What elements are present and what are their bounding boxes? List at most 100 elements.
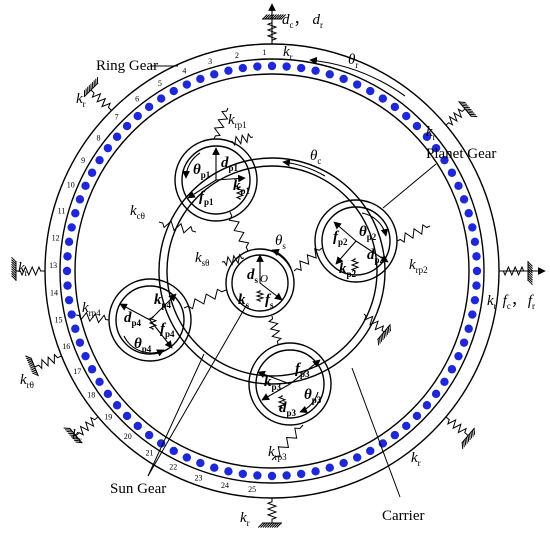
tooth-number: 8 xyxy=(96,133,100,142)
ring-ball xyxy=(95,377,104,387)
springs xyxy=(16,19,528,523)
k-r-label-top-left: kr xyxy=(76,91,86,109)
ring-ball xyxy=(182,80,192,89)
ring-ball xyxy=(63,252,72,261)
spring-sun-p4 xyxy=(183,288,227,310)
theta-p1-label: θp1 xyxy=(193,162,211,180)
ring-ball xyxy=(282,471,291,480)
ring-ball xyxy=(64,295,74,305)
k-r-label-bottom-right: kr xyxy=(411,450,421,468)
tooth-number: 6 xyxy=(135,94,139,103)
ring-ball xyxy=(366,86,375,96)
ring-ball xyxy=(352,453,362,462)
ring-ball xyxy=(431,389,441,399)
arrow-d-p2 xyxy=(355,240,389,263)
ring-ball xyxy=(296,469,306,479)
arrow-k-p4 xyxy=(149,293,177,321)
ring-ball xyxy=(87,365,97,374)
ring-ball xyxy=(64,237,74,247)
ground-carrier xyxy=(377,324,391,346)
ring-ball xyxy=(238,469,248,479)
k-p4-label: kp4 xyxy=(154,292,172,310)
ring-ball xyxy=(422,401,432,410)
ring-ball xyxy=(224,467,233,476)
top-outputs-label: dc，dr xyxy=(282,12,323,30)
k-rp1-label: krp1 xyxy=(228,112,247,130)
ring-ball xyxy=(122,121,132,131)
ring-ball xyxy=(238,63,248,73)
component-labels: Ring Gear Planet Gear Sun Gear Carrier xyxy=(96,58,496,524)
k-r-label-top: kr xyxy=(283,44,293,62)
ring-ball xyxy=(62,266,72,276)
tooth-number: 20 xyxy=(124,432,132,441)
arrow-theta-p4 xyxy=(123,335,165,357)
spring-sun-p1 xyxy=(228,211,250,252)
ring-ball xyxy=(378,94,388,103)
ground-supports xyxy=(11,14,533,528)
k-r-label-bottom-left: kr xyxy=(72,427,82,445)
ring-ball xyxy=(71,324,80,333)
carrier-leader xyxy=(351,367,401,498)
arrow-theta-p2 xyxy=(361,212,389,237)
d-p2-label: dp2 xyxy=(367,247,385,265)
ring-ball xyxy=(75,195,85,204)
ring-ball xyxy=(468,310,477,319)
spring-k-s xyxy=(255,290,265,302)
ring-ball xyxy=(71,209,80,218)
theta-s-arrow xyxy=(271,248,292,269)
tooth-number: 14 xyxy=(50,288,58,297)
ring-ball xyxy=(267,61,277,71)
f-p3-label: fp3 xyxy=(295,361,310,379)
ring-ball xyxy=(390,430,400,440)
f-s-label: fs xyxy=(265,292,274,310)
carrier-ring xyxy=(158,157,386,385)
k-rp4-label: krp4 xyxy=(82,300,101,318)
ring-ball xyxy=(454,181,463,191)
ring-ball xyxy=(311,66,320,75)
spring-k-r-bottom xyxy=(266,498,278,523)
tooth-number: 2 xyxy=(235,51,239,60)
ring-ball xyxy=(412,121,422,131)
ring-ball xyxy=(296,63,306,73)
planet-1-labels: θp1 dp1 kp1 fp1 xyxy=(193,155,251,207)
spring-k-rp2 xyxy=(396,223,431,244)
k-s-label: ks xyxy=(238,292,250,310)
planet-gear-1 xyxy=(174,138,258,222)
ring-ball xyxy=(459,195,469,204)
o-label: O xyxy=(260,273,268,285)
k-rp2-label: krp2 xyxy=(409,257,428,275)
tooth-number: 13 xyxy=(49,261,57,270)
theta-r-label: θr xyxy=(348,52,358,70)
spring-k-p2 xyxy=(350,258,360,272)
ring-ball xyxy=(470,295,480,305)
planet-3-labels: fp3 kp3 θp3 dp3 xyxy=(264,361,322,418)
tooth-number: 10 xyxy=(67,181,75,190)
spring-k-rp4 xyxy=(75,311,110,324)
tooth-number: 12 xyxy=(52,233,60,242)
ring-ball xyxy=(472,266,482,276)
theta-r-arrow xyxy=(309,56,406,97)
ring-ball xyxy=(169,446,178,456)
ring-ball xyxy=(156,94,166,103)
tooth-number: 25 xyxy=(248,485,256,494)
spring-k-p1 xyxy=(235,186,245,200)
theta-p2-label: θp2 xyxy=(359,224,377,242)
f-p2-label: fp2 xyxy=(333,229,348,247)
ring-ball xyxy=(464,209,473,218)
d-s-label: ds xyxy=(247,267,259,285)
k-r-label-bottom: kr xyxy=(240,510,250,528)
ring-ball xyxy=(311,467,320,476)
ring-ball xyxy=(267,471,277,481)
spring-sun-p3 xyxy=(267,315,283,345)
ring-ball xyxy=(169,86,178,96)
ring-ball xyxy=(95,155,104,165)
ring-ball xyxy=(440,377,449,387)
ring-ball xyxy=(81,351,90,361)
tooth-number: 4 xyxy=(182,66,186,75)
spring-k-r-top-ground xyxy=(262,14,287,20)
spring-k-p3 xyxy=(277,395,287,409)
ring-ball xyxy=(196,74,205,84)
ring-ball xyxy=(459,338,469,347)
